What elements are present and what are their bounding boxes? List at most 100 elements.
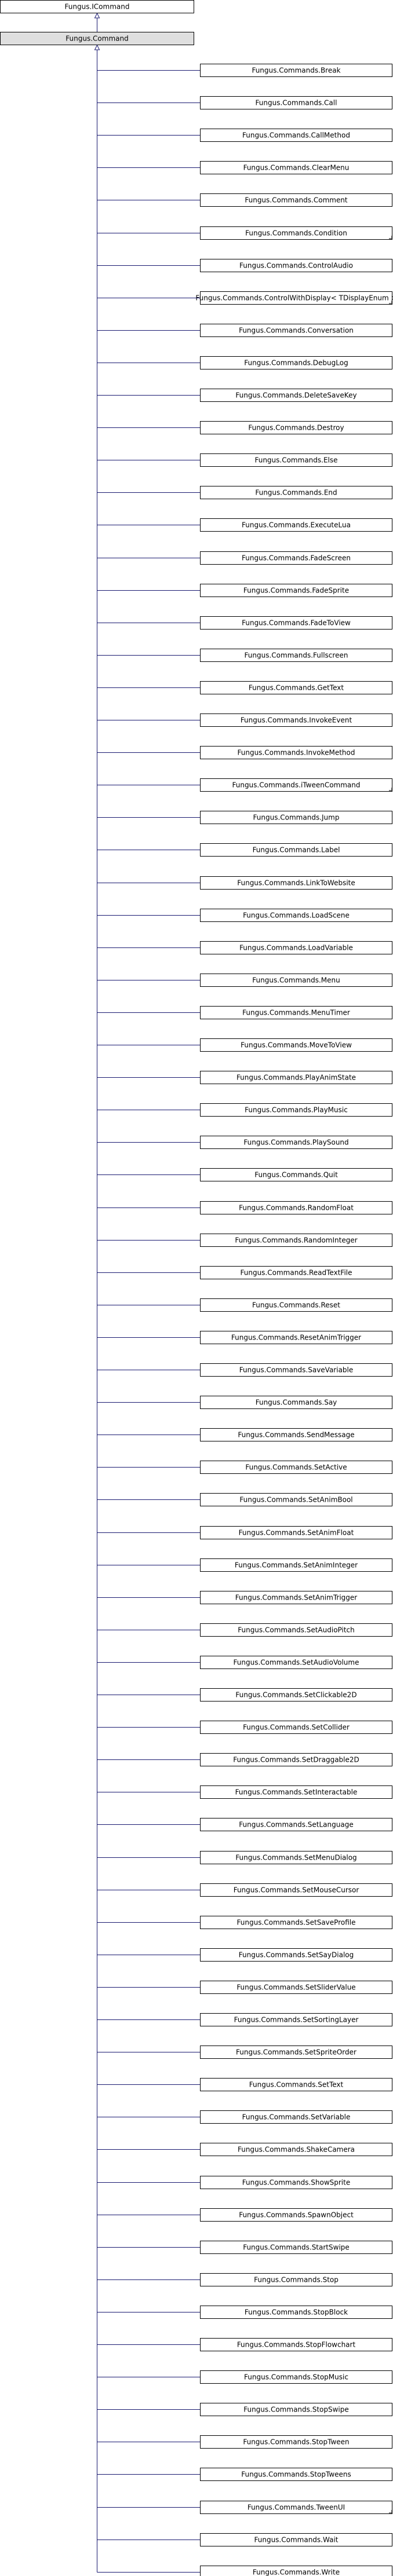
node-reset[interactable]: Fungus.Commands.Reset <box>200 1298 392 1312</box>
node-setclickable2d[interactable]: Fungus.Commands.SetClickable2D <box>200 1688 392 1702</box>
node-startswipe[interactable]: Fungus.Commands.StartSwipe <box>200 2241 392 2254</box>
node-callmethod[interactable]: Fungus.Commands.CallMethod <box>200 129 392 142</box>
node-invokeevent-label: Fungus.Commands.InvokeEvent <box>241 716 352 724</box>
node-setanimbool[interactable]: Fungus.Commands.SetAnimBool <box>200 1493 392 1506</box>
node-fullscreen-box <box>200 649 392 662</box>
node-setanimtrigger[interactable]: Fungus.Commands.SetAnimTrigger <box>200 1591 392 1604</box>
node-menutimer[interactable]: Fungus.Commands.MenuTimer <box>200 1006 392 1019</box>
node-menutimer-box <box>200 1006 392 1019</box>
node-setlanguage[interactable]: Fungus.Commands.SetLanguage <box>200 1818 392 1831</box>
node-resetanimtrigger[interactable]: Fungus.Commands.ResetAnimTrigger <box>200 1331 392 1344</box>
node-fadetoview[interactable]: Fungus.Commands.FadeToView <box>200 616 392 630</box>
node-setvariable[interactable]: Fungus.Commands.SetVariable <box>200 2110 392 2124</box>
node-randomfloat[interactable]: Fungus.Commands.RandomFloat <box>200 1201 392 1214</box>
node-setanimfloat[interactable]: Fungus.Commands.SetAnimFloat <box>200 1526 392 1539</box>
node-comment[interactable]: Fungus.Commands.Comment <box>200 193 392 207</box>
node-linktowebsite[interactable]: Fungus.Commands.LinkToWebsite <box>200 876 392 890</box>
node-movetoview-label: Fungus.Commands.MoveToView <box>241 1041 352 1049</box>
more-subclasses-mark <box>389 788 392 791</box>
node-debuglog[interactable]: Fungus.Commands.DebugLog <box>200 356 392 369</box>
node-fadesprite[interactable]: Fungus.Commands.FadeSprite <box>200 584 392 597</box>
node-setslidervalue-box <box>200 1981 392 1994</box>
node-spawnobject[interactable]: Fungus.Commands.SpawnObject <box>200 2208 392 2222</box>
node-stopblock-label: Fungus.Commands.StopBlock <box>245 2308 348 2317</box>
node-stoptweens-box <box>200 2468 392 2481</box>
node-setmousecursor[interactable]: Fungus.Commands.SetMouseCursor <box>200 1883 392 1897</box>
node-reset-box <box>200 1298 392 1312</box>
node-say[interactable]: Fungus.Commands.Say <box>200 1396 392 1409</box>
node-command[interactable]: Fungus.Command <box>0 32 194 45</box>
node-gettext[interactable]: Fungus.Commands.GetText <box>200 681 392 694</box>
node-showsprite-box <box>200 2176 392 2189</box>
inheritance-arrowhead <box>94 44 100 50</box>
node-stopswipe-box <box>200 2403 392 2416</box>
node-playanimstate[interactable]: Fungus.Commands.PlayAnimState <box>200 1071 392 1084</box>
node-readtextfile[interactable]: Fungus.Commands.ReadTextFile <box>200 1266 392 1279</box>
node-tweenui[interactable]: Fungus.Commands.TweenUI <box>200 2501 392 2514</box>
node-menu-label: Fungus.Commands.Menu <box>252 976 340 985</box>
node-setaudiopitch[interactable]: Fungus.Commands.SetAudioPitch <box>200 1623 392 1637</box>
node-playmusic[interactable]: Fungus.Commands.PlayMusic <box>200 1103 392 1117</box>
node-sendmessage[interactable]: Fungus.Commands.SendMessage <box>200 1428 392 1441</box>
node-destroy[interactable]: Fungus.Commands.Destroy <box>200 421 392 434</box>
node-playsound[interactable]: Fungus.Commands.PlaySound <box>200 1136 392 1149</box>
node-stoptweens[interactable]: Fungus.Commands.StopTweens <box>200 2468 392 2481</box>
node-fadescreen[interactable]: Fungus.Commands.FadeScreen <box>200 551 392 565</box>
node-setmenudialog[interactable]: Fungus.Commands.SetMenuDialog <box>200 1851 392 1864</box>
node-executelua[interactable]: Fungus.Commands.ExecuteLua <box>200 518 392 532</box>
node-end[interactable]: Fungus.Commands.End <box>200 486 392 499</box>
node-setsaydialog[interactable]: Fungus.Commands.SetSayDialog <box>200 1948 392 1962</box>
node-break[interactable]: Fungus.Commands.Break <box>200 64 392 77</box>
node-icommand: Fungus.ICommand <box>0 0 194 13</box>
node-clearmenu[interactable]: Fungus.Commands.ClearMenu <box>200 161 392 174</box>
node-setsaveprofile[interactable]: Fungus.Commands.SetSaveProfile <box>200 1916 392 1929</box>
node-loadscene[interactable]: Fungus.Commands.LoadScene <box>200 909 392 922</box>
node-loadvariable[interactable]: Fungus.Commands.LoadVariable <box>200 941 392 954</box>
node-conversation[interactable]: Fungus.Commands.Conversation <box>200 324 392 337</box>
node-invokemethod[interactable]: Fungus.Commands.InvokeMethod <box>200 746 392 759</box>
node-setaniminteger[interactable]: Fungus.Commands.SetAnimInteger <box>200 1558 392 1572</box>
node-stopflowchart[interactable]: Fungus.Commands.StopFlowchart <box>200 2338 392 2351</box>
node-setactive[interactable]: Fungus.Commands.SetActive <box>200 1461 392 1474</box>
node-stopmusic[interactable]: Fungus.Commands.StopMusic <box>200 2370 392 2384</box>
node-randominteger[interactable]: Fungus.Commands.RandomInteger <box>200 1234 392 1247</box>
node-showsprite[interactable]: Fungus.Commands.ShowSprite <box>200 2176 392 2189</box>
node-movetoview[interactable]: Fungus.Commands.MoveToView <box>200 1038 392 1052</box>
node-settext[interactable]: Fungus.Commands.SetText <box>200 2078 392 2091</box>
node-sendmessage-label: Fungus.Commands.SendMessage <box>238 1431 354 1439</box>
node-menu[interactable]: Fungus.Commands.Menu <box>200 974 392 987</box>
node-stoptween[interactable]: Fungus.Commands.StopTween <box>200 2435 392 2449</box>
node-setinteractable[interactable]: Fungus.Commands.SetInteractable <box>200 1785 392 1799</box>
node-condition[interactable]: Fungus.Commands.Condition <box>200 226 392 240</box>
node-quit[interactable]: Fungus.Commands.Quit <box>200 1168 392 1181</box>
node-write[interactable]: Fungus.Commands.Write <box>200 2566 392 2576</box>
node-label[interactable]: Fungus.Commands.Label <box>200 843 392 857</box>
node-setdraggable2d[interactable]: Fungus.Commands.SetDraggable2D <box>200 1753 392 1766</box>
node-randomfloat-label: Fungus.Commands.RandomFloat <box>239 1204 354 1212</box>
node-invokeevent[interactable]: Fungus.Commands.InvokeEvent <box>200 713 392 727</box>
node-controlaudio[interactable]: Fungus.Commands.ControlAudio <box>200 259 392 272</box>
node-stopswipe[interactable]: Fungus.Commands.StopSwipe <box>200 2403 392 2416</box>
node-setsortinglayer[interactable]: Fungus.Commands.SetSortingLayer <box>200 2013 392 2026</box>
node-itweencommand[interactable]: Fungus.Commands.iTweenCommand <box>200 778 392 792</box>
node-stop[interactable]: Fungus.Commands.Stop <box>200 2273 392 2286</box>
node-shakecamera[interactable]: Fungus.Commands.ShakeCamera <box>200 2143 392 2156</box>
node-movetoview-box <box>200 1038 392 1052</box>
node-controlwithdisplay-tdisplayenum[interactable]: Fungus.Commands.ControlWithDisplay< TDis… <box>195 291 393 305</box>
node-deletesavekey-box <box>200 389 392 402</box>
node-wait[interactable]: Fungus.Commands.Wait <box>200 2533 392 2546</box>
node-savevariable[interactable]: Fungus.Commands.SaveVariable <box>200 1363 392 1377</box>
node-setaudiovolume[interactable]: Fungus.Commands.SetAudioVolume <box>200 1656 392 1669</box>
node-jump[interactable]: Fungus.Commands.Jump <box>200 811 392 824</box>
node-debuglog-box <box>200 356 392 369</box>
node-destroy-label: Fungus.Commands.Destroy <box>248 424 344 432</box>
node-setcollider[interactable]: Fungus.Commands.SetCollider <box>200 1721 392 1734</box>
node-fullscreen[interactable]: Fungus.Commands.Fullscreen <box>200 649 392 662</box>
node-deletesavekey[interactable]: Fungus.Commands.DeleteSaveKey <box>200 389 392 402</box>
node-stop-label: Fungus.Commands.Stop <box>254 2276 339 2284</box>
node-call[interactable]: Fungus.Commands.Call <box>200 96 392 109</box>
node-setspriteorder[interactable]: Fungus.Commands.SetSpriteOrder <box>200 2046 392 2059</box>
node-else[interactable]: Fungus.Commands.Else <box>200 453 392 467</box>
node-stopblock[interactable]: Fungus.Commands.StopBlock <box>200 2306 392 2319</box>
node-setslidervalue[interactable]: Fungus.Commands.SetSliderValue <box>200 1981 392 1994</box>
